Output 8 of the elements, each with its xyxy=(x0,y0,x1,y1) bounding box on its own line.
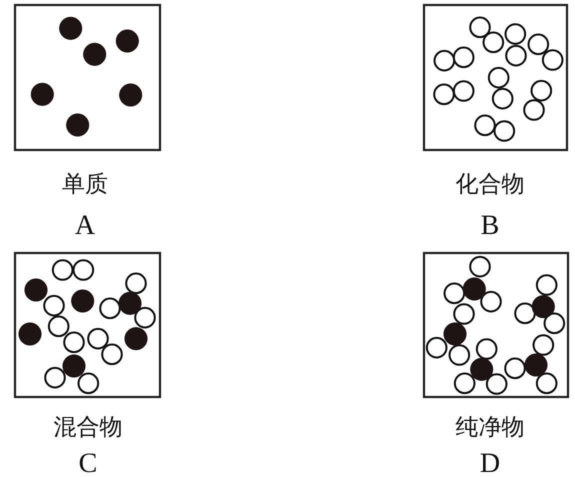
caption: 化合物 xyxy=(456,170,524,200)
option-letter: C xyxy=(78,448,98,477)
caption: 单质 xyxy=(62,170,108,200)
option-letter: D xyxy=(480,448,500,477)
option-letter: B xyxy=(480,210,500,242)
caption: 纯净物 xyxy=(456,414,524,442)
option-letter: A xyxy=(74,210,96,242)
caption: 混合物 xyxy=(54,414,122,442)
